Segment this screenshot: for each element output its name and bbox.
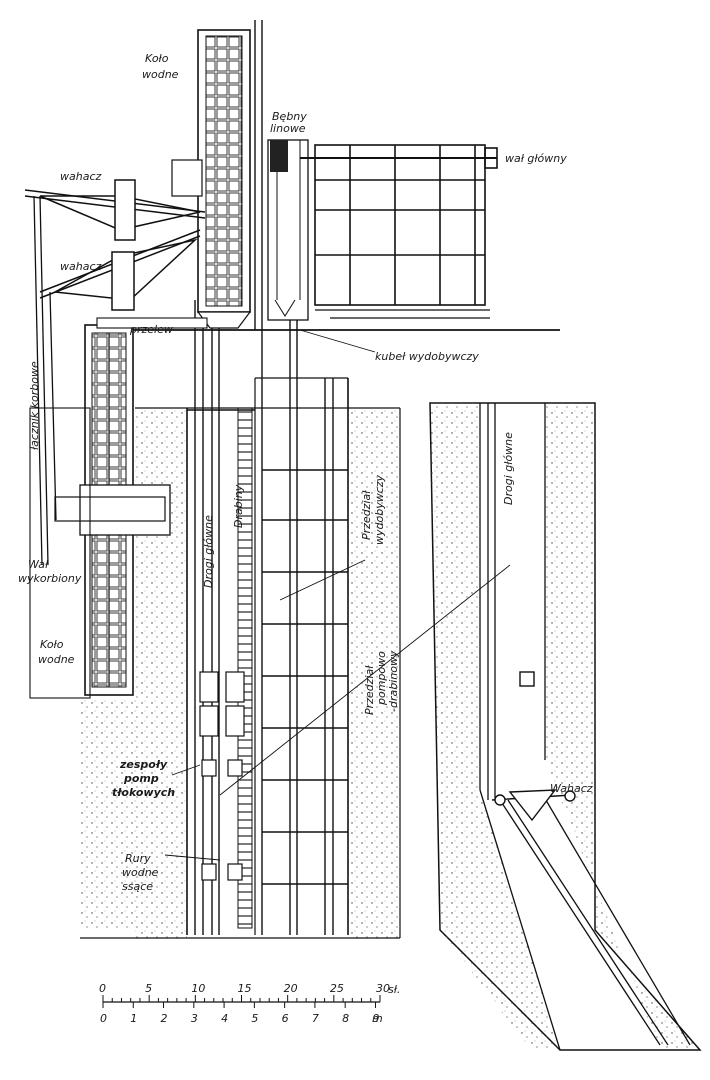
label-przedzial-pomp-2: pompowo — [375, 651, 388, 706]
label-przedzial-pomp-3: -drabinowy — [387, 650, 400, 712]
scale-bottom-label: 4 — [221, 1012, 228, 1025]
lower-water-wheel — [54, 324, 171, 696]
label-przedzial-pomp-1: Przedział — [363, 665, 376, 715]
scale-top-label: 10 — [191, 982, 205, 995]
scale-top-label: 15 — [238, 982, 252, 995]
connecting-rods — [33, 195, 57, 566]
label-zespoly-3: tłokowych — [112, 786, 175, 799]
scale-top-label: 25 — [330, 982, 344, 995]
inclined-section — [429, 402, 702, 1051]
crossbars — [187, 409, 348, 885]
scale-bottom-label: 8 — [342, 1012, 349, 1025]
label-drabiny: Drabiny — [232, 484, 245, 528]
label-wal-glowny: wał główny — [505, 152, 567, 165]
outflow-channel — [96, 317, 208, 329]
pump-units — [199, 671, 245, 881]
scale-bottom-label: 9 — [372, 1012, 379, 1025]
scale-bottom-label: 1 — [130, 1012, 137, 1025]
rock-lower-left — [80, 700, 138, 930]
scale-top-label: 20 — [284, 982, 298, 995]
scale-top-label: 0 — [99, 982, 106, 995]
label-drogi-glowne-right: Drogi główne — [502, 432, 515, 505]
label-wahacz-1: wahacz — [60, 170, 101, 183]
label-lacznik-korbowe: łącznik korbowe — [28, 361, 41, 450]
label-rury-2: wodne — [122, 866, 159, 879]
label-przelew: przelew — [129, 323, 173, 336]
label-kolo-wodne-low-1: Koło — [40, 638, 64, 651]
label-przedzial-wyd-2: wydobywczy — [373, 474, 386, 545]
scale-top-label: 30 — [376, 982, 390, 995]
label-kola-wodne-top-1: Koło — [145, 52, 169, 65]
label-kolo-wodne-low-2: wodne — [38, 653, 75, 666]
label-bebny-2: linowe — [270, 122, 306, 135]
scale-bottom-unit: m — [372, 1012, 383, 1025]
scale-top-unit: sł. — [388, 983, 400, 996]
label-wal-wykorbiony-1: Wał — [28, 558, 49, 571]
label-rury-1: Rury — [125, 852, 151, 865]
scale-top-label: 5 — [145, 982, 152, 995]
label-rury-3: ssące — [122, 880, 153, 893]
main-section — [24, 20, 560, 939]
scale-bottom-label: 0 — [100, 1012, 107, 1025]
ladder — [237, 407, 253, 929]
label-wal-wykorbiony-2: wykorbiony — [18, 572, 82, 585]
scale-bar: 0 5 10 15 20 25 30 0 1 2 3 4 5 6 7 8 9 sł. m — [99, 982, 400, 1025]
label-kubel: kubeł wydobywczy — [375, 350, 479, 363]
label-wahacz-right: Wahacz — [550, 782, 593, 795]
label-zespoly-1: zespoły — [119, 758, 168, 771]
label-wahacz-2: wahacz — [60, 260, 101, 273]
scale-bottom-label: 3 — [191, 1012, 198, 1025]
scale-bottom-label: 6 — [282, 1012, 289, 1025]
rocker-lower — [39, 229, 201, 311]
leader-lines — [164, 329, 511, 861]
rope-drums — [267, 139, 309, 321]
main-shaft-frame — [300, 144, 498, 306]
scale-bottom-label: 5 — [251, 1012, 258, 1025]
label-drogi-glowne: Drogi główne — [202, 515, 215, 588]
rocker-upper — [24, 179, 206, 241]
upper-water-wheel — [171, 29, 252, 329]
label-kola-wodne-top-2: wodne — [142, 68, 179, 81]
label-bebny-1: Bębny — [272, 110, 307, 123]
label-przedzial-wyd-1: Przedział — [360, 490, 373, 540]
scale-bottom-label: 2 — [161, 1012, 168, 1025]
label-zespoly-2: pomp — [123, 772, 159, 785]
labels: Koło wodne Bębny linowe wał główny wahac… — [18, 52, 593, 893]
scale-bottom-label: 7 — [312, 1012, 319, 1025]
